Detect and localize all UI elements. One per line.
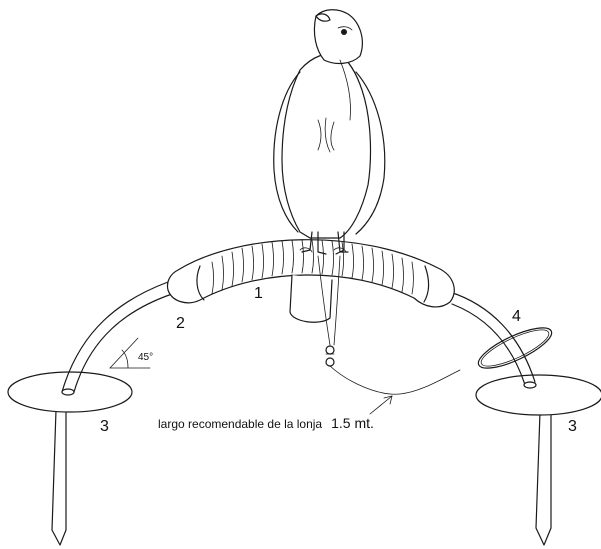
angle-label: 45° — [138, 352, 153, 363]
label-base-left: 3 — [100, 418, 109, 435]
caption-value: 1.5 mt. — [331, 415, 374, 431]
label-perch-padding: 1 — [254, 285, 263, 302]
left-support-arm — [62, 282, 172, 395]
label-ring: 4 — [512, 308, 521, 325]
caption-text: largo recomendable de la lonja — [158, 417, 322, 431]
ring — [474, 320, 557, 376]
angle-indicator: 45° — [110, 338, 153, 368]
caption: largo recomendable de la lonja 1.5 mt. — [158, 415, 374, 432]
label-base-right: 3 — [568, 418, 577, 435]
label-support-arm: 2 — [176, 315, 185, 332]
hawk — [274, 10, 385, 254]
right-support-arm — [450, 292, 536, 388]
left-base — [8, 372, 132, 545]
right-base — [476, 375, 601, 545]
caption-arrow — [370, 396, 392, 414]
